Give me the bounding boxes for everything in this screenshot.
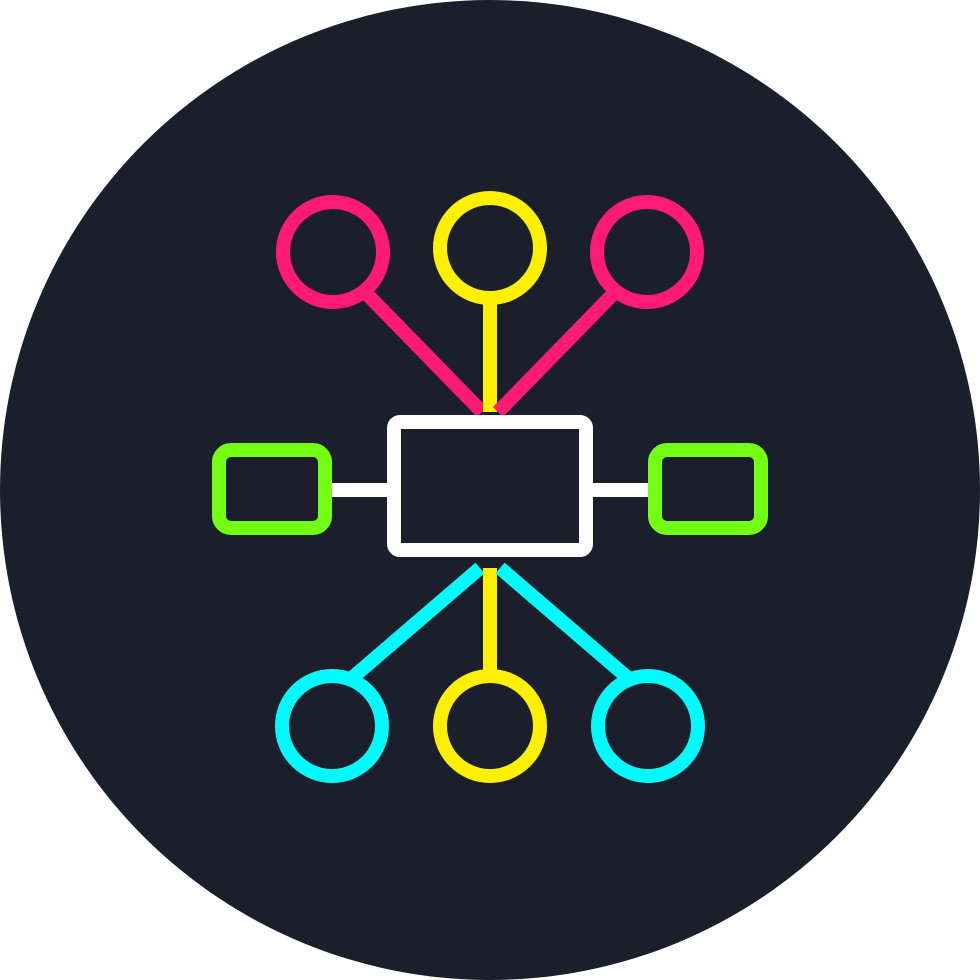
- node-top-center: [433, 191, 547, 305]
- node-top-right: [590, 195, 704, 309]
- connector-top-right: [492, 285, 623, 417]
- connector-bottom-right: [495, 562, 633, 684]
- side-box-left: [212, 443, 332, 535]
- node-bottom-right: [591, 669, 705, 783]
- center-box: [387, 415, 593, 557]
- connector-top-left: [357, 285, 488, 417]
- node-top-left: [276, 195, 390, 309]
- node-bottom-center: [433, 669, 547, 783]
- connector-bottom-left: [347, 562, 485, 684]
- node-bottom-left: [275, 669, 389, 783]
- side-box-right: [648, 443, 768, 535]
